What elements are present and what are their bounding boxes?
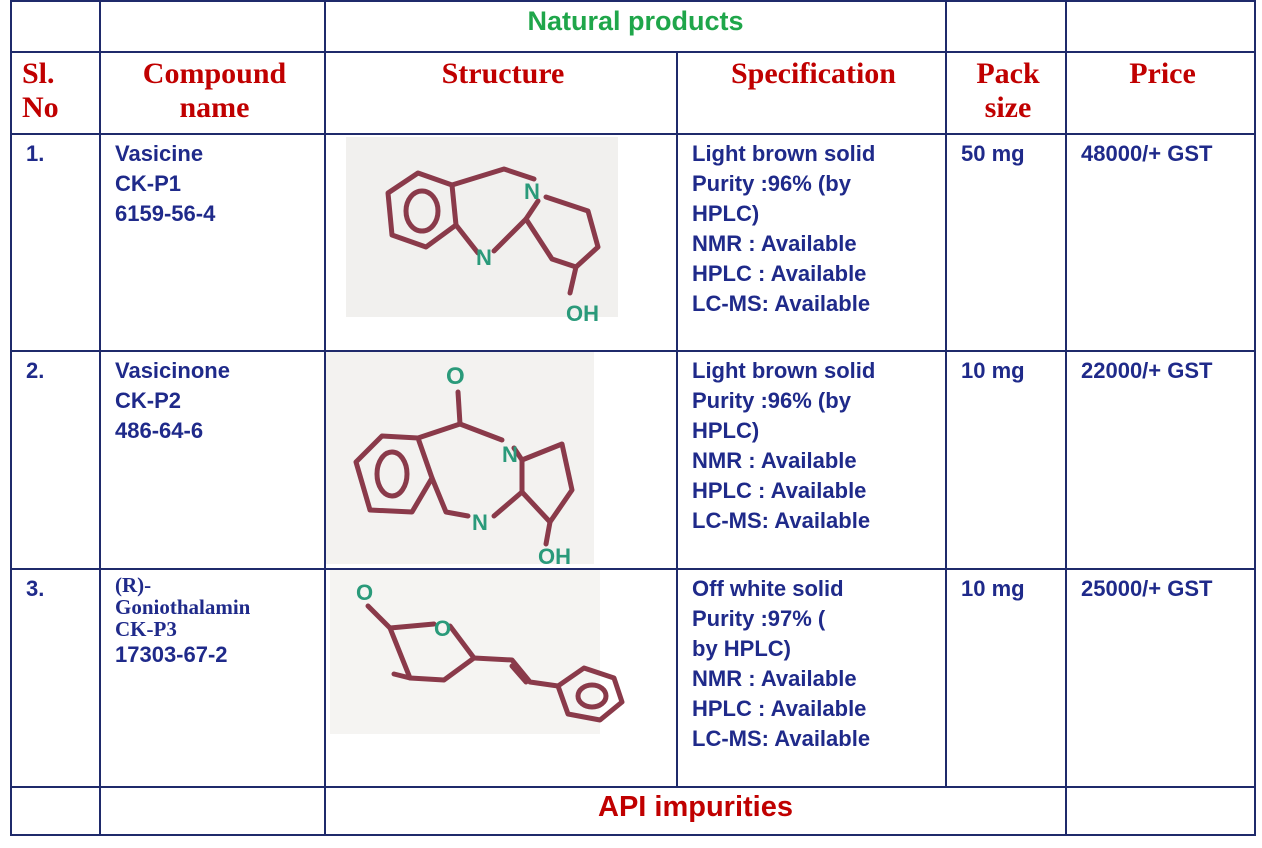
section-row-natural-products: Natural products (10, 0, 1256, 53)
nitrogen-label: N (476, 245, 492, 270)
header-row: Sl. No Compound name Structure Specifica… (10, 51, 1256, 135)
vasicine-structure-drawing: N N OH (346, 137, 618, 326)
compound-code: CK-P2 (115, 388, 182, 413)
spec-lcms: LC-MS: Available (692, 726, 871, 751)
table-row: 2. Vasicinone CK-P2 486-64-6 O (10, 350, 1256, 570)
compound-name-cell: Vasicinone CK-P2 486-64-6 (99, 350, 326, 570)
empty-cell (99, 0, 326, 53)
cas-number: 486-64-6 (115, 418, 204, 443)
sl-no: 3. (10, 568, 101, 788)
spec-appearance: Off white solid (692, 576, 844, 601)
specification-cell: Off white solid Purity :97% ( by HPLC) N… (676, 568, 947, 788)
pack-size: 10 mg (945, 350, 1067, 570)
empty-cell (10, 0, 101, 53)
empty-cell (1065, 786, 1256, 836)
compound-name-cell: (R)- Goniothalamin CK-P3 17303-67-2 (99, 568, 326, 788)
price: 25000/+ GST (1065, 568, 1256, 788)
hydroxyl-label: OH (566, 301, 599, 326)
table-row: 1. Vasicine CK-P1 6159-56-4 N N (10, 133, 1256, 352)
header-sl-no-line2: No (22, 91, 59, 124)
sl-no: 1. (10, 133, 101, 352)
empty-cell (1065, 0, 1256, 53)
header-price: Price (1065, 51, 1256, 135)
spec-appearance: Light brown solid (692, 141, 876, 166)
section-row-api-impurities: API impurities (10, 786, 1256, 836)
header-sl-no-line1: Sl. (22, 57, 55, 90)
cas-number: 17303-67-2 (115, 642, 228, 667)
specification-cell: Light brown solid Purity :96% (by HPLC) … (676, 133, 947, 352)
nitrogen-label: N (524, 179, 540, 204)
empty-cell (99, 786, 326, 836)
spec-purity-method: HPLC) (692, 201, 760, 226)
header-specification: Specification (676, 51, 947, 135)
header-sl-no: Sl. No (10, 51, 101, 135)
pack-size: 50 mg (945, 133, 1067, 352)
header-pack-line2: size (984, 91, 1032, 124)
sl-no: 2. (10, 350, 101, 570)
spec-hplc: HPLC : Available (692, 478, 867, 503)
header-compound-line2: name (179, 91, 250, 124)
spec-purity-method: HPLC) (692, 418, 760, 443)
compound-name: Vasicine (115, 141, 204, 166)
spec-nmr: NMR : Available (692, 666, 857, 691)
spec-purity: Purity :96% (by (692, 171, 851, 196)
header-structure: Structure (324, 51, 678, 135)
compound-code: CK-P1 (115, 171, 182, 196)
empty-cell (945, 0, 1067, 53)
spec-lcms: LC-MS: Available (692, 291, 871, 316)
pack-size: 10 mg (945, 568, 1067, 788)
structure-goniothalamin: O O (324, 568, 678, 788)
section-title-api-impurities: API impurities (324, 786, 1067, 836)
structure-vasicinone: O N N OH (324, 350, 678, 570)
structure-vasicine: N N OH (324, 133, 678, 352)
spec-purity: Purity :97% ( (692, 606, 826, 631)
carbonyl-oxygen-label: O (446, 363, 465, 390)
spec-appearance: Light brown solid (692, 358, 876, 383)
header-pack-size: Pack size (945, 51, 1067, 135)
compound-name-cell: Vasicine CK-P1 6159-56-4 (99, 133, 326, 352)
header-compound-line1: Compound (142, 57, 287, 90)
spec-lcms: LC-MS: Available (692, 508, 871, 533)
product-table: Natural products Sl. No Compound name St… (10, 0, 1256, 836)
specification-cell: Light brown solid Purity :96% (by HPLC) … (676, 350, 947, 570)
header-pack-line1: Pack (976, 57, 1040, 90)
nitrogen-label: N (472, 510, 488, 535)
spec-purity-method: by HPLC) (692, 636, 791, 661)
compound-name: Vasicinone (115, 358, 230, 383)
compound-code: CK-P3 (115, 617, 177, 641)
section-title-natural-products: Natural products (324, 0, 947, 53)
compound-name: Goniothalamin (115, 595, 251, 619)
nitrogen-label: N (502, 442, 518, 467)
table-row: 3. (R)- Goniothalamin CK-P3 17303-67-2 O (10, 568, 1256, 788)
cas-number: 6159-56-4 (115, 201, 216, 226)
vasicinone-structure-drawing: O N N OH (327, 353, 594, 568)
empty-cell (10, 786, 101, 836)
price: 48000/+ GST (1065, 133, 1256, 352)
spec-hplc: HPLC : Available (692, 261, 867, 286)
spec-nmr: NMR : Available (692, 231, 857, 256)
ring-oxygen-label: O (434, 616, 451, 641)
compound-name-prefix: (R)- (115, 573, 152, 597)
carbonyl-oxygen-label: O (356, 580, 373, 605)
hydroxyl-label: OH (538, 544, 571, 568)
spec-purity: Purity :96% (by (692, 388, 851, 413)
spec-hplc: HPLC : Available (692, 696, 867, 721)
header-compound-name: Compound name (99, 51, 326, 135)
price: 22000/+ GST (1065, 350, 1256, 570)
spec-nmr: NMR : Available (692, 448, 857, 473)
goniothalamin-structure-drawing: O O (330, 571, 625, 734)
